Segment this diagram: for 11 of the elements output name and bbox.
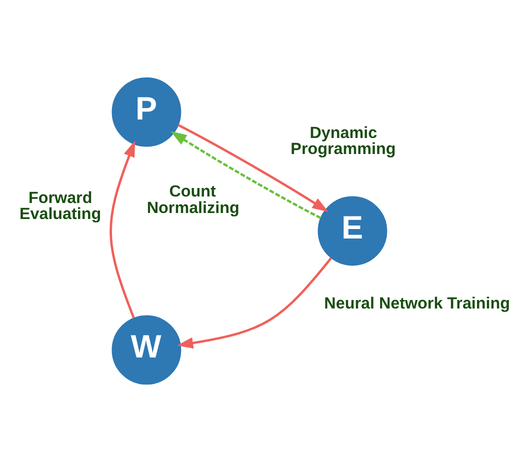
edge-label: Neural Network Training [324,294,510,312]
edge-label: Dynamic Programming [290,123,396,158]
edge-label: Forward Evaluating [19,188,102,222]
arrow [170,130,322,219]
edge-label: Count Normalizing [146,182,240,216]
node-circle: W [112,314,182,384]
arrow [110,140,136,318]
arrow [176,256,332,348]
arrow [178,124,328,212]
node-circle: P [112,76,182,146]
node-circle: E [318,196,388,266]
